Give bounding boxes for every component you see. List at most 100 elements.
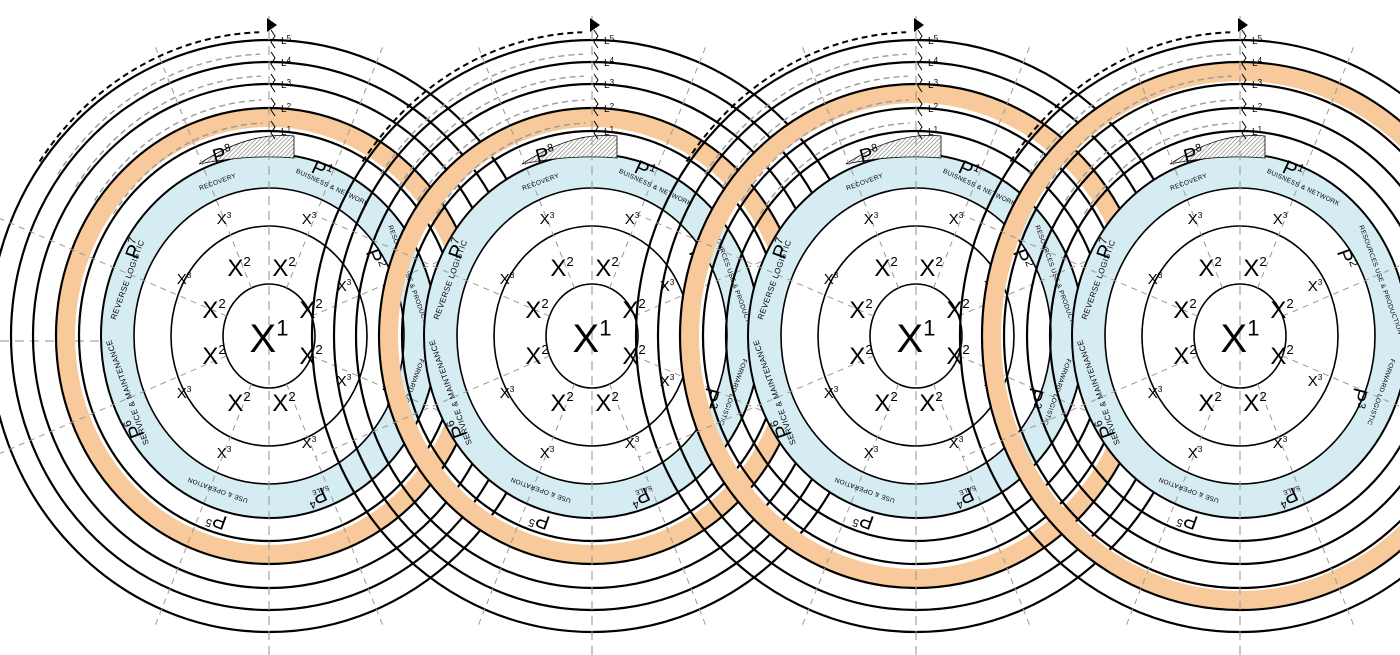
x3-label-4-base: X <box>1308 278 1318 295</box>
loop-label-L3: L3 <box>281 78 292 91</box>
phase-number-2-sup: 2 <box>1346 258 1359 268</box>
sector-divider <box>638 355 874 458</box>
phase-number-5-sup: 5 <box>1175 516 1185 529</box>
loop-label-L2: L2 <box>281 102 292 115</box>
x2-label-3-sup: 2 <box>218 296 225 311</box>
x3-label-8-base: X <box>1273 435 1283 452</box>
x3-label-1-base: X <box>864 211 874 228</box>
loop-letter: L <box>281 58 287 69</box>
x3-label-2-base: X <box>302 211 312 228</box>
x3-label-3-sup: 3 <box>1158 271 1163 280</box>
x2-label-4-base: X <box>299 297 315 324</box>
loop-notch <box>917 73 923 93</box>
loop-return-path <box>112 122 263 215</box>
loop-label-L3: L3 <box>1252 78 1263 91</box>
x3-label-2-sup: 3 <box>1283 211 1288 220</box>
phase-number-1-sup: 1 <box>1295 162 1306 175</box>
phase-number-4-sup: 4 <box>307 497 318 510</box>
x3-label-4-base: X <box>660 278 670 295</box>
x3-label-3-base: X <box>177 271 187 288</box>
x3-label-2: X3 <box>625 211 640 228</box>
loop-letter: L <box>604 58 610 69</box>
phase-number-8-sup: 8 <box>546 142 555 155</box>
loop-return-path <box>38 31 260 163</box>
x3-label-8-sup: 3 <box>959 435 964 444</box>
loop-arrowhead <box>914 18 924 32</box>
loop-return-path <box>380 53 584 175</box>
loop-label-L1: L1 <box>604 125 615 138</box>
x2-label-7-base: X <box>550 390 566 417</box>
x3-label-1: X3 <box>540 211 555 228</box>
x3-label-1: X3 <box>864 211 879 228</box>
phase-number-8-sup: 8 <box>1194 142 1203 155</box>
x1-label: X1 <box>250 316 289 362</box>
phase-number-3: P3 <box>1345 385 1372 410</box>
hatched-gap <box>1169 135 1266 165</box>
loop-notch <box>917 120 923 140</box>
x3-label-5-base: X <box>1148 385 1158 402</box>
x3-label-8-base: X <box>302 435 312 452</box>
x3-label-7: X3 <box>217 445 232 462</box>
x2-label-7-base: X <box>227 390 243 417</box>
x3-label-1-sup: 3 <box>227 211 232 220</box>
loop-return-path <box>740 99 909 201</box>
loop-letter: L <box>604 104 610 115</box>
x2-label-5-base: X <box>202 343 218 370</box>
x3-label-8: X3 <box>302 435 317 452</box>
x2-label-2-base: X <box>595 255 611 282</box>
x2-label-1: X2 <box>1198 254 1221 282</box>
loop-return-path <box>1046 75 1232 188</box>
sector-divider <box>962 214 1198 317</box>
x2-label-8-base: X <box>1243 390 1259 417</box>
phase-number-6: P6 <box>768 415 796 441</box>
x2-label-2-base: X <box>919 255 935 282</box>
x3-label-7: X3 <box>864 445 879 462</box>
loop-arrowhead <box>1238 18 1248 32</box>
sector-divider <box>0 218 227 317</box>
phase-number-4: P4 <box>950 482 977 510</box>
x3-label-1: X3 <box>217 211 232 228</box>
loop-num: 5 <box>287 34 292 43</box>
x2-label-7-base: X <box>874 390 890 417</box>
x3-label-1-sup: 3 <box>874 211 879 220</box>
loop-return-path <box>435 122 586 215</box>
loop-notch <box>1241 51 1247 71</box>
x2-label-8-base: X <box>919 390 935 417</box>
x3-label-7-base: X <box>540 445 550 462</box>
x1-label-base: X <box>1221 317 1248 361</box>
loop-notch <box>270 51 276 71</box>
x2-label-2-base: X <box>272 255 288 282</box>
loop-letter: L <box>1252 36 1258 47</box>
x3-label-7: X3 <box>540 445 555 462</box>
x2-label-3-base: X <box>849 297 865 324</box>
loop-label-L5: L5 <box>281 34 292 47</box>
x3-label-4: X3 <box>337 278 352 295</box>
x3-label-1-base: X <box>217 211 227 228</box>
phase-number-4: P4 <box>626 482 653 510</box>
phase-number-8: P8 <box>210 142 235 169</box>
x2-label-4-sup: 2 <box>638 296 645 311</box>
phase-number-8-base: P <box>533 144 552 169</box>
x3-label-1-base: X <box>540 211 550 228</box>
phase-number-4: P4 <box>303 482 330 510</box>
x3-label-7-sup: 3 <box>550 445 555 454</box>
loop-letter: L <box>1252 127 1258 138</box>
x2-label-3: X2 <box>1173 296 1196 324</box>
x2-label-3-base: X <box>525 297 541 324</box>
phase-number-4-sup: 4 <box>1278 497 1289 510</box>
loop-label-L5: L5 <box>1252 34 1263 47</box>
loop-notch <box>917 97 923 117</box>
sector-divider <box>314 355 550 458</box>
loop-letter: L <box>1252 58 1258 69</box>
x3-label-7-sup: 3 <box>227 445 232 454</box>
loop-num: 5 <box>934 34 939 43</box>
x3-label-2-sup: 3 <box>635 211 640 220</box>
x2-label-3: X2 <box>525 296 548 324</box>
x3-label-4-sup: 3 <box>670 278 675 287</box>
x3-label-2-base: X <box>949 211 959 228</box>
x3-label-8: X3 <box>1273 435 1288 452</box>
x2-label-8-sup: 2 <box>1259 389 1266 404</box>
x2-label-4: X2 <box>1270 296 1293 324</box>
loop-return-path <box>1009 31 1231 163</box>
